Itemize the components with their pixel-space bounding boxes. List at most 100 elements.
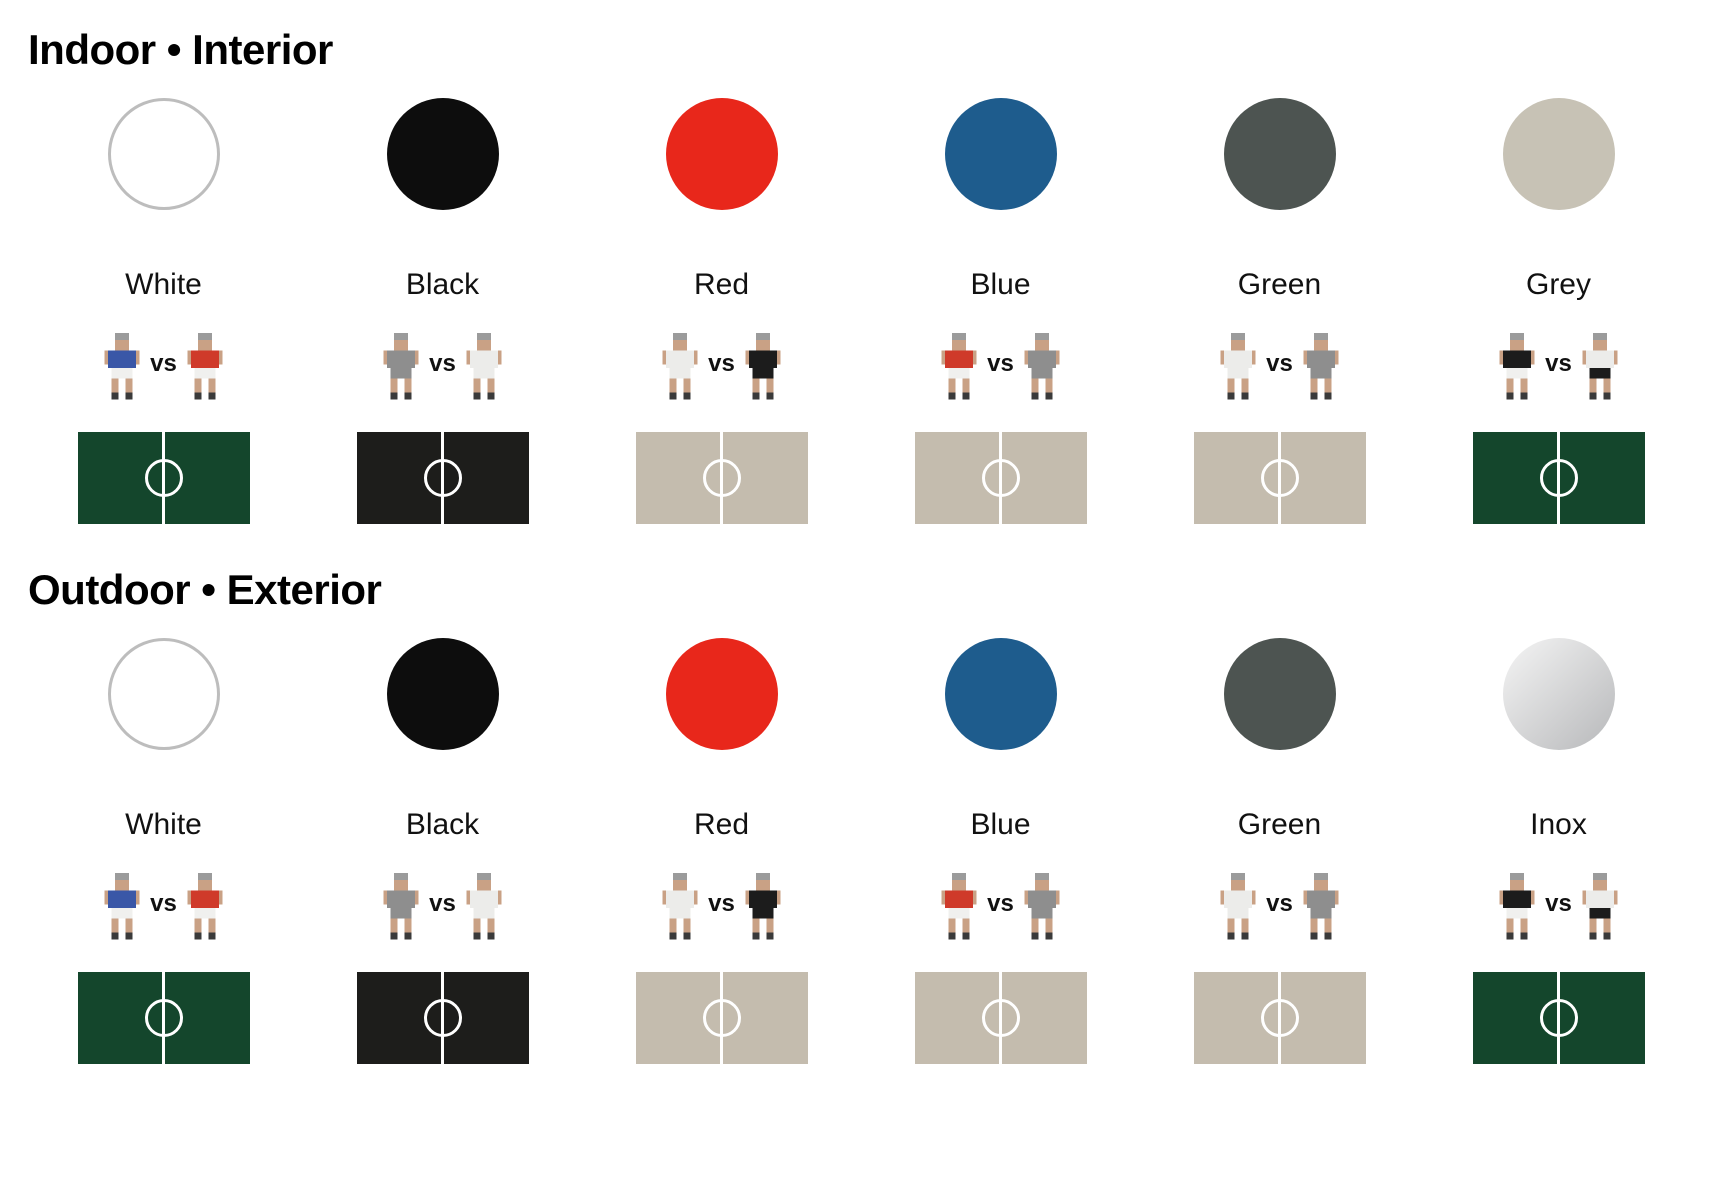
players-preview: vs [1217,860,1342,956]
color-option-black: Black vs [303,98,582,524]
pitch-preview [635,432,808,524]
players-preview: vs [1217,320,1342,416]
pitch-preview [1193,972,1366,1064]
pitch-preview [356,972,529,1064]
color-label: Green [1237,268,1322,301]
player-left-icon [1220,873,1256,940]
color-label: Red [693,268,750,301]
color-swatch-red[interactable] [665,638,778,750]
outdoor-options-grid: White vs [24,638,1698,1064]
player-left-icon [383,873,419,940]
pitch-center-circle [1539,999,1578,1037]
player-left-icon [1499,333,1535,400]
color-label: White [125,808,202,841]
pitch-center-circle [702,999,741,1037]
pitch-preview [1472,432,1645,524]
color-swatch-white[interactable] [107,638,220,750]
player-right-icon [466,333,502,400]
section-title-outdoor: Outdoor • Exterior [28,566,382,613]
color-swatch-green[interactable] [1223,638,1336,750]
pitch-center-circle [702,459,741,497]
pitch-preview [914,432,1087,524]
color-swatch-inox[interactable] [1502,638,1615,750]
pitch-preview [1193,432,1366,524]
color-swatch-red[interactable] [665,98,778,210]
color-swatch-black[interactable] [386,98,499,210]
player-right-icon [187,873,223,940]
player-right-icon [1582,333,1618,400]
players-preview: vs [380,860,505,956]
color-option-green: Green vs [1140,638,1419,1064]
player-left-icon [1220,333,1256,400]
vs-label: vs [987,350,1014,377]
color-label: Red [693,808,750,841]
vs-label: vs [987,890,1014,917]
player-left-icon [662,333,698,400]
vs-label: vs [1266,890,1293,917]
color-label: Black [405,268,480,301]
color-label: Blue [970,808,1031,841]
vs-label: vs [708,890,735,917]
player-left-icon [941,333,977,400]
player-right-icon [745,873,781,940]
pitch-preview [635,972,808,1064]
color-option-red: Red vs [582,638,861,1064]
vs-label: vs [429,890,456,917]
color-swatch-grey[interactable] [1502,98,1615,210]
color-label: Grey [1525,268,1591,301]
pitch-center-circle [423,459,462,497]
color-label: Inox [1530,808,1587,841]
player-left-icon [1499,873,1535,940]
players-preview: vs [101,860,226,956]
vs-label: vs [150,890,177,917]
pitch-center-circle [1260,459,1299,497]
color-option-green: Green vs [1140,98,1419,524]
color-label: Blue [970,268,1031,301]
color-swatch-blue[interactable] [944,638,1057,750]
color-label: White [125,268,202,301]
player-right-icon [1303,333,1339,400]
players-preview: vs [938,320,1063,416]
vs-label: vs [1545,890,1572,917]
pitch-center-circle [1539,459,1578,497]
vs-label: vs [708,350,735,377]
player-right-icon [1582,873,1618,940]
vs-label: vs [429,350,456,377]
pitch-center-circle [981,999,1020,1037]
player-right-icon [1024,333,1060,400]
pitch-preview [1472,972,1645,1064]
color-option-red: Red vs [582,98,861,524]
section-title-indoor: Indoor • Interior [28,26,333,73]
color-swatch-white[interactable] [107,98,220,210]
vs-label: vs [1545,350,1572,377]
color-label: Green [1237,808,1322,841]
pitch-center-circle [423,999,462,1037]
color-option-inox: Inox vs [1419,638,1698,1064]
color-swatch-green[interactable] [1223,98,1336,210]
section-indoor: Indoor • Interior White vs [0,0,1722,524]
players-preview: vs [659,860,784,956]
player-left-icon [941,873,977,940]
player-left-icon [383,333,419,400]
vs-label: vs [1266,350,1293,377]
players-preview: vs [1496,320,1621,416]
pitch-center-circle [144,999,183,1037]
player-right-icon [1024,873,1060,940]
color-swatch-black[interactable] [386,638,499,750]
pitch-center-circle [981,459,1020,497]
player-right-icon [745,333,781,400]
vs-label: vs [150,350,177,377]
color-swatch-blue[interactable] [944,98,1057,210]
color-option-blue: Blue vs [861,638,1140,1064]
player-right-icon [1303,873,1339,940]
indoor-options-grid: White vs [24,98,1698,524]
color-option-black: Black vs [303,638,582,1064]
color-option-white: White vs [24,98,303,524]
player-left-icon [104,873,140,940]
section-outdoor: Outdoor • Exterior White vs [0,524,1722,1064]
pitch-center-circle [1260,999,1299,1037]
player-left-icon [662,873,698,940]
players-preview: vs [101,320,226,416]
players-preview: vs [938,860,1063,956]
